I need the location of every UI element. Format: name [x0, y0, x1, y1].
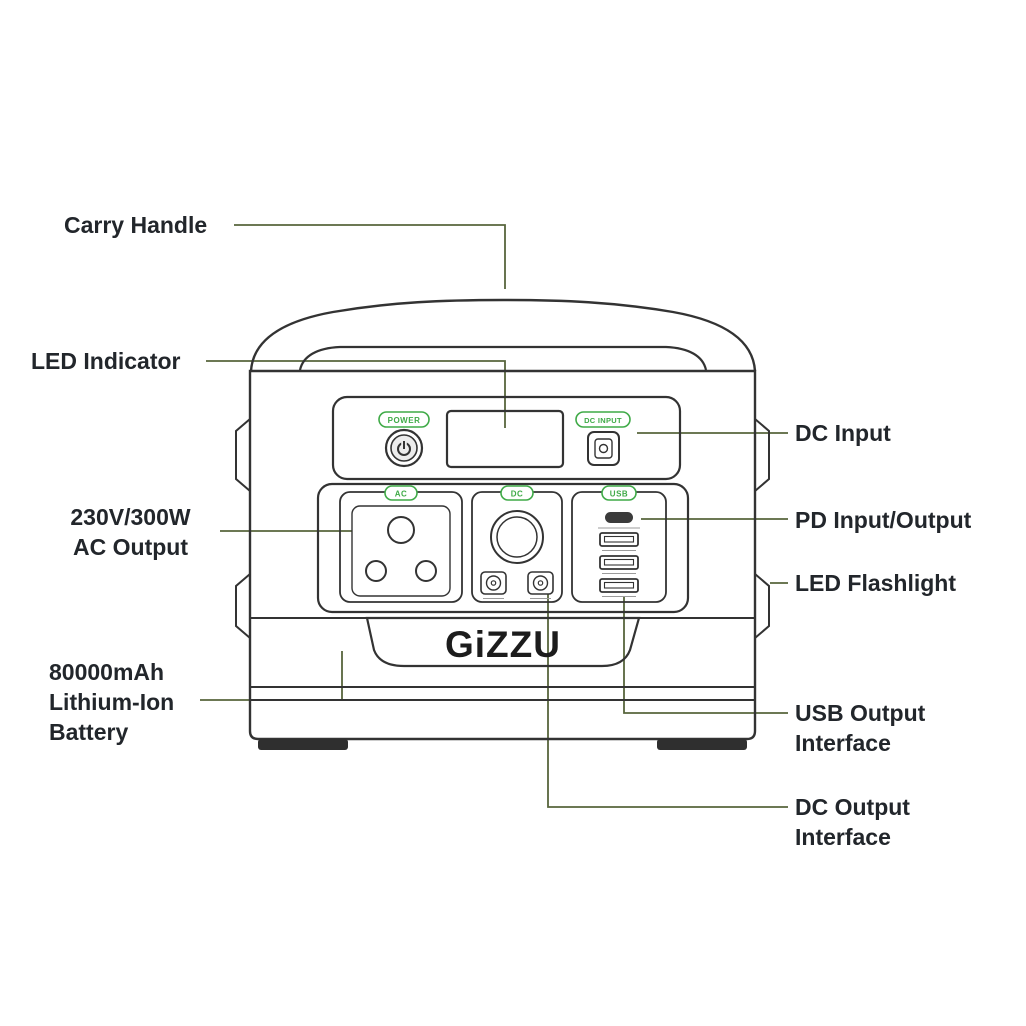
callout-dc-output-line2: Interface [795, 824, 891, 850]
callout-battery-line3: Battery [49, 719, 129, 745]
foot-left [258, 739, 348, 750]
side-grips [235, 418, 770, 639]
usb-port-2 [599, 555, 639, 574]
power-button: POWER [378, 411, 430, 468]
callout-dc-output-line1: DC Output [795, 794, 910, 820]
callout-usb-output-line1: USB Output [795, 700, 926, 726]
callout-battery-line1: 80000mAh [49, 659, 165, 685]
dc-input-label: DC INPUT [584, 416, 622, 425]
brand-logo: GiZZU [365, 616, 641, 668]
ac-socket-live-hole [365, 560, 387, 582]
usb-label: USB [610, 490, 628, 499]
io-panel: AC DC [316, 482, 690, 614]
callout-battery-line2: Lithium-Ion [49, 689, 175, 715]
side-grip-left-bottom [235, 573, 251, 639]
led-flashlight-housing [754, 573, 770, 639]
dc-barrel-ports [480, 571, 554, 595]
power-label: POWER [388, 416, 421, 425]
callout-ac-output: 230V/300W AC Output [48, 502, 213, 562]
callout-led-indicator: LED Indicator [31, 346, 181, 376]
usb-port-1 [599, 532, 639, 551]
usb-panel: USB [571, 485, 667, 603]
callout-pd-input-output-text: PD Input/Output [795, 507, 972, 533]
callout-led-indicator-text: LED Indicator [31, 348, 181, 374]
callout-pd-input-output: PD Input/Output [795, 505, 971, 535]
ac-socket-neutral-hole [415, 560, 437, 582]
leader-usb-output [623, 597, 788, 714]
ac-label: AC [395, 490, 408, 499]
dc-label: DC [511, 490, 524, 499]
callout-carry-handle-text: Carry Handle [64, 212, 208, 238]
power-icon [397, 441, 411, 456]
side-grip-right-top [754, 418, 770, 492]
side-grip-left-top [235, 418, 251, 492]
pd-port [605, 512, 633, 523]
leader-lines [200, 224, 788, 808]
lcd-display [445, 409, 565, 469]
callout-carry-handle: Carry Handle [64, 210, 207, 240]
leader-battery [200, 651, 343, 701]
usb-port-3 [599, 578, 639, 597]
leader-led-indicator [206, 360, 506, 428]
ac-output-panel: AC [339, 485, 463, 603]
brand-logo-text: GiZZU [445, 624, 561, 665]
dc-output-panel: DC [471, 485, 563, 603]
callout-dc-input: DC Input [795, 418, 891, 448]
dc-input-port: DC INPUT [575, 411, 631, 466]
callout-usb-output: USB Output Interface [795, 698, 925, 758]
car-socket [490, 510, 544, 564]
callout-usb-output-line2: Interface [795, 730, 891, 756]
callout-battery: 80000mAh Lithium-Ion Battery [49, 657, 174, 747]
foot-right [657, 739, 747, 750]
callout-dc-input-text: DC Input [795, 420, 891, 446]
callout-dc-output: DC Output Interface [795, 792, 910, 852]
leader-carry-handle [234, 224, 506, 289]
callout-led-flashlight-text: LED Flashlight [795, 570, 956, 596]
callout-ac-output-line1: 230V/300W [70, 504, 191, 530]
rubber-feet [258, 739, 747, 750]
ac-socket [351, 505, 451, 597]
carry-handle [249, 298, 757, 372]
callout-led-flashlight: LED Flashlight [795, 568, 956, 598]
top-control-panel: POWER DC INPUT [331, 395, 682, 481]
ac-socket-earth-hole [387, 516, 415, 544]
callout-ac-output-line2: AC Output [73, 534, 188, 560]
